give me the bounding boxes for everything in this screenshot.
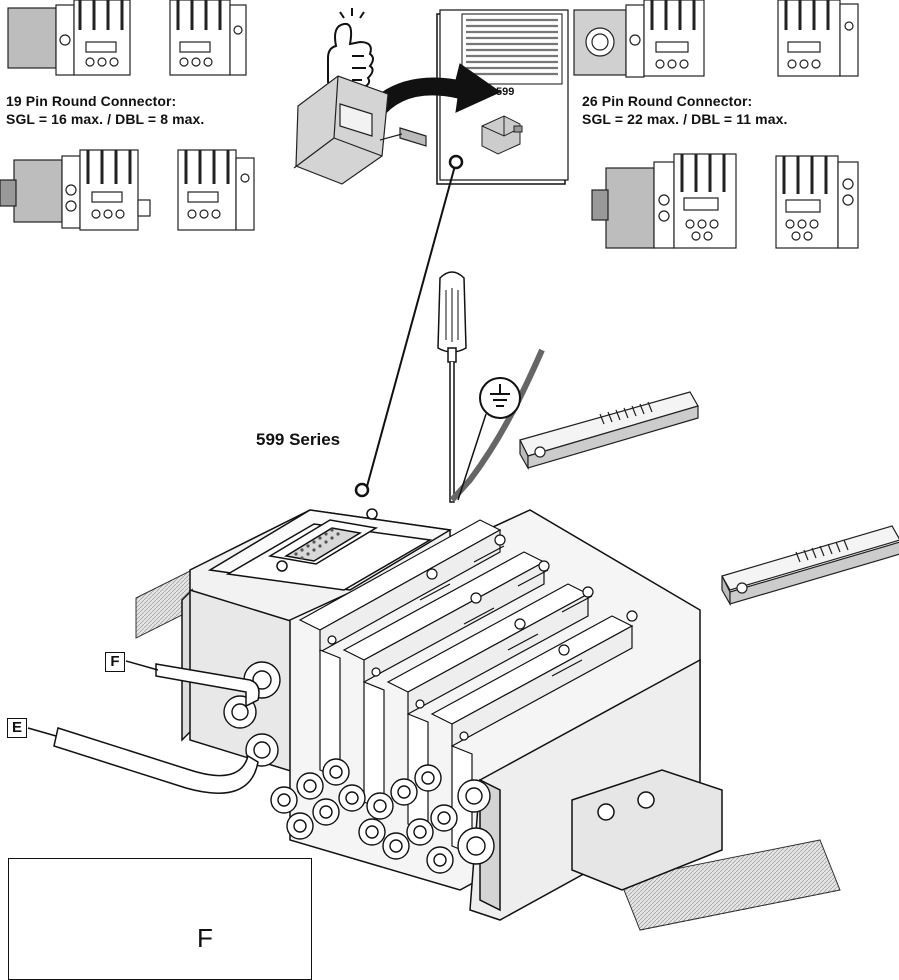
- manifold-thumb-top-right-2: [777, 0, 859, 77]
- screwdriver-icon: [437, 271, 467, 503]
- caption-26-pin-line2: SGL = 22 max. / DBL = 11 max.: [582, 111, 788, 127]
- manifold-thumb-top-left-2: [169, 0, 247, 76]
- blanking-plate-2: [721, 525, 899, 607]
- force-letter: F: [197, 923, 213, 953]
- tag-e: E: [7, 718, 27, 738]
- manual-title: 599: [496, 86, 515, 98]
- manifold-thumb-19pin-1: [0, 149, 151, 231]
- manual-product-picture: [481, 115, 523, 155]
- ground-symbol-icon: [479, 377, 521, 419]
- tag-f: F: [105, 652, 125, 672]
- manifold-thumb-19pin-2: [177, 149, 255, 231]
- hex-key-e: [53, 727, 259, 794]
- caption-19-pin-line2: SGL = 16 max. / DBL = 8 max.: [6, 111, 205, 127]
- caption-26-pin: 26 Pin Round Connector: SGL = 22 max. / …: [582, 92, 788, 128]
- caption-26-pin-line1: 26 Pin Round Connector:: [582, 93, 753, 109]
- din-rail: [135, 567, 841, 931]
- force-instruction-box: F: [8, 858, 312, 980]
- leader-end-marker: [354, 482, 370, 498]
- connector-module: [293, 75, 427, 185]
- caption-19-pin: 19 Pin Round Connector: SGL = 16 max. / …: [6, 92, 204, 128]
- push-in-fittings: [270, 758, 495, 874]
- blanking-plate-1: [519, 391, 699, 471]
- manifold-thumb-26pin-2: [775, 155, 859, 249]
- hex-key-f: [155, 663, 260, 708]
- insert-arrow-icon: [367, 63, 502, 121]
- series-label: 599 Series: [256, 430, 341, 449]
- valve-slices: [298, 519, 638, 855]
- leader-line: [365, 161, 457, 491]
- caption-19-pin-line1: 19 Pin Round Connector:: [6, 93, 177, 109]
- ground-cable: [449, 348, 545, 503]
- manifold-thumb-top-left-1: [7, 0, 131, 76]
- leader-start-marker: [448, 154, 464, 170]
- manifold-thumb-top-right-1: [573, 0, 705, 78]
- manifold-thumb-26pin-1: [591, 153, 737, 249]
